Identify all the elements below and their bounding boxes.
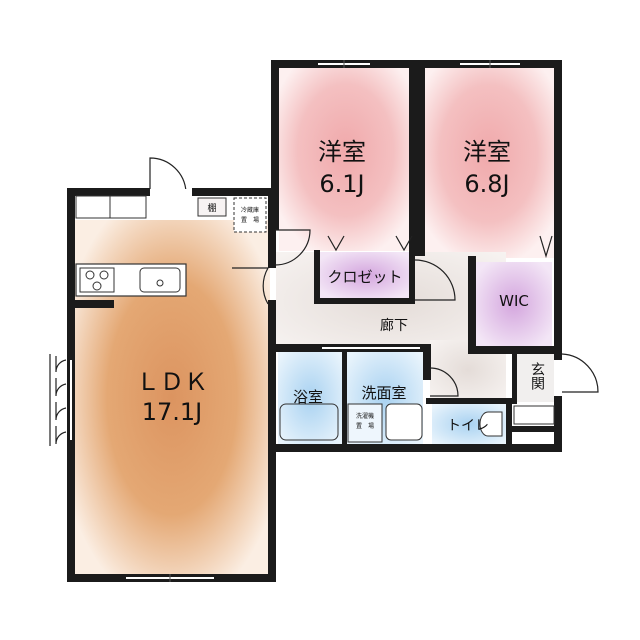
west-room-1-fill [279,68,412,251]
wash-basin [385,403,423,441]
kitchen-counter [75,195,187,297]
ldk-side-windows [49,354,67,446]
entrance-fill [512,354,554,402]
toilet-label: トイレ [447,418,489,434]
doors [149,157,599,397]
fridge-space [233,197,267,233]
ldk-name: ＬＤＫ [136,368,208,396]
west-room-2-size: 6.8J [464,170,509,198]
bathtub [279,403,339,441]
west-room-1-name: 洋室 [318,138,366,166]
bath-label: 浴室 [293,388,323,406]
shoe-box [513,405,555,425]
entrance-label: 玄関 [529,361,545,391]
wic-label: WIC [499,292,529,310]
washer-space [347,403,383,443]
west-room-2-name: 洋室 [463,138,511,166]
fridge-label-1: 冷蔵庫 [241,206,259,214]
fridge-label-2: 置 場 [241,216,259,224]
closet-label: クロゼット [327,268,402,286]
west-room-1-size: 6.1J [319,170,364,198]
toilet-bowl [479,411,503,437]
ldk-size: 17.1J [142,398,203,426]
west-room-2-fill [421,68,556,258]
shelf-box [197,197,227,217]
corridor-label: 廊下 [380,317,408,334]
window-ticks [169,60,491,582]
washer-label-2: 置 場 [356,422,374,430]
washer-label-1: 洗濯機 [356,412,374,420]
closet-fill [320,252,412,298]
washroom-label: 洗面室 [361,384,406,402]
bath-fill [278,352,343,444]
wic-fill [476,262,552,346]
shelf-label: 棚 [207,202,216,214]
